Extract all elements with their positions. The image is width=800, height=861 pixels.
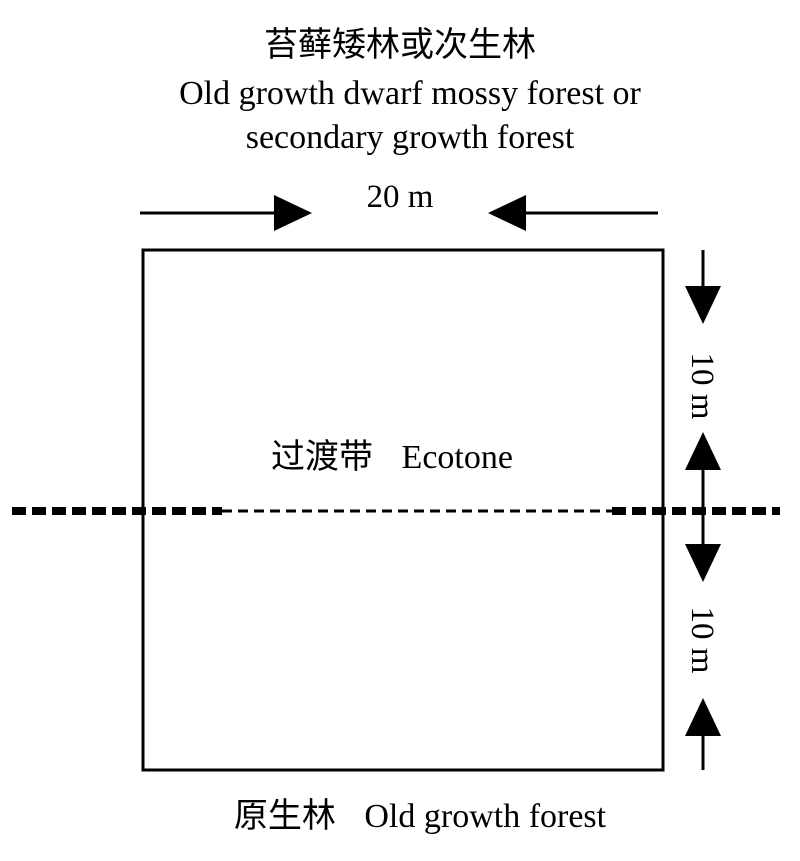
bottom-label-english: Old growth forest bbox=[364, 798, 606, 835]
ecotone-label-english: Ecotone bbox=[402, 439, 513, 476]
top-label-english-line1: Old growth dwarf mossy forest or bbox=[179, 75, 641, 112]
bottom-label-chinese: 原生林 bbox=[234, 797, 336, 835]
ecotone-label: 过渡带 Ecotone bbox=[271, 438, 513, 476]
lower-height-dimension-label: 10 m bbox=[684, 607, 720, 674]
top-label-english-line2: secondary growth forest bbox=[246, 119, 575, 156]
top-label-chinese: 苔藓矮林或次生林 bbox=[264, 26, 536, 64]
width-dimension-label: 20 m bbox=[367, 179, 434, 215]
ecotone-label-chinese: 过渡带 bbox=[271, 438, 373, 476]
upper-height-dimension-label: 10 m bbox=[684, 353, 720, 420]
width-arrow-left bbox=[140, 195, 312, 231]
height-arrow-top-down bbox=[685, 250, 721, 324]
bottom-label: 原生林 Old growth forest bbox=[234, 797, 607, 835]
height-arrow-bottom-up bbox=[685, 698, 721, 770]
height-arrow-mid-double bbox=[685, 432, 721, 582]
width-arrow-right bbox=[488, 195, 658, 231]
